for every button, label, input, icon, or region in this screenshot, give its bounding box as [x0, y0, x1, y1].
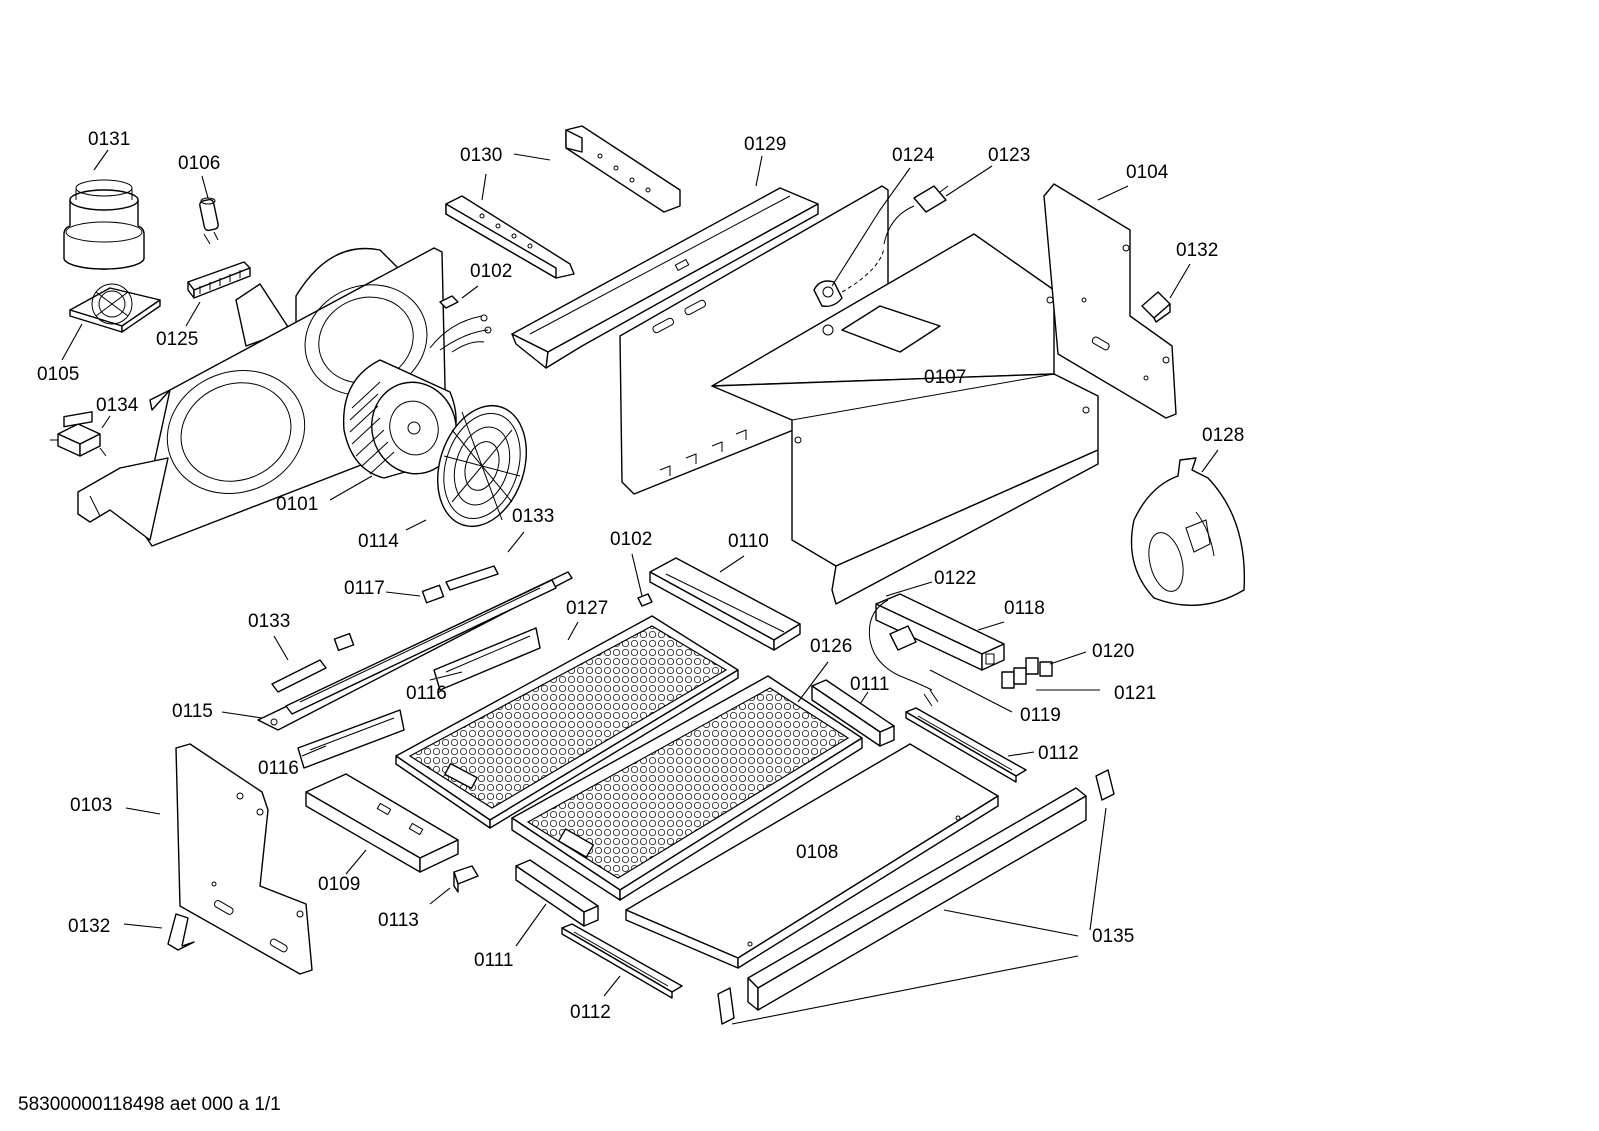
label-0115: 0115: [172, 701, 213, 722]
label-0132: 0132: [68, 916, 110, 937]
part-0132-clip-lower: [167, 913, 195, 951]
label-0133: 0133: [248, 611, 290, 632]
part-0111-spacer-upper: [811, 679, 895, 747]
label-0130: 0130: [460, 145, 502, 166]
part-0104-side-panel: [1043, 183, 1177, 419]
label-0121: 0121: [1114, 683, 1156, 704]
label-0117: 0117: [344, 578, 385, 599]
label-0124: 0124: [892, 145, 935, 166]
label-0119: 0119: [1020, 705, 1061, 726]
part-0126-grease-filter: [511, 675, 863, 901]
label-0113: 0113: [378, 910, 419, 931]
part-0107-hood-housing: [711, 233, 1099, 605]
part-0114-fan-grille: [436, 404, 528, 528]
part-0133-lamp-lower: [271, 632, 355, 693]
part-0133-lamp-upper: [421, 565, 499, 604]
label-0129: 0129: [744, 134, 786, 155]
label-0123: 0123: [988, 145, 1030, 166]
label-0111: 0111: [850, 674, 889, 695]
label-0135: 0135: [1092, 926, 1134, 947]
drawing-number: 58300000118498 aet 000 a 1/1: [18, 1094, 281, 1115]
label-0133: 0133: [512, 506, 554, 527]
part-0116-light-cover-lower: [297, 709, 405, 769]
label-0132: 0132: [1176, 240, 1218, 261]
part-0134-transformer: [50, 411, 107, 457]
part-0130-mounting-brackets: [445, 125, 681, 279]
label-0134: 0134: [96, 395, 139, 416]
part-0112-runner-lower: [561, 923, 683, 999]
label-0128: 0128: [1202, 425, 1244, 446]
label-0108: 0108: [796, 842, 838, 863]
part-0111-spacer-lower: [515, 859, 599, 927]
label-0118: 0118: [1004, 598, 1045, 619]
part-0101-impeller-wheel: [342, 359, 457, 479]
label-0112: 0112: [1038, 743, 1079, 764]
label-0110: 0110: [728, 531, 769, 552]
label-0103: 0103: [70, 795, 112, 816]
label-0101: 0101: [276, 494, 318, 515]
label-0104: 0104: [1126, 162, 1169, 183]
part-0109-front-trim: [305, 773, 459, 873]
part-0108-bottom-panel: [625, 743, 999, 969]
label-0116: 0116: [406, 683, 447, 704]
part-0103-side-panel: [175, 743, 313, 975]
label-0107: 0107: [924, 367, 966, 388]
part-0125-terminal-strip: [187, 261, 251, 299]
part-0128-accessory-bag: [1130, 457, 1246, 607]
part-0110-trim-strip: [637, 557, 801, 651]
label-0109: 0109: [318, 874, 360, 895]
label-0120: 0120: [1092, 641, 1134, 662]
label-0126: 0126: [810, 636, 852, 657]
leader-lines: [61, 149, 1219, 1025]
label-0106: 0106: [178, 153, 220, 174]
label-0125: 0125: [156, 329, 198, 350]
part-0118-control-unit: [868, 593, 1005, 707]
part-0101-fan-housing: [77, 247, 447, 547]
label-0105: 0105: [37, 364, 79, 385]
part-0132-clip-upper: [1141, 291, 1171, 323]
part-0127-grease-filter: [395, 615, 739, 829]
part-0105-backdraft-flap: [69, 283, 161, 333]
part-0121-switch: [1001, 667, 1027, 689]
part-0102-cable-clip: [429, 295, 492, 353]
part-labels: 0131 0106 0130 0129 0124 0123 0104 0132 …: [37, 129, 1244, 1023]
part-0131-duct-connector: [63, 179, 145, 270]
part-0106-capacitor: [199, 197, 219, 245]
label-0102: 0102: [610, 529, 652, 550]
part-0120-switch: [1025, 657, 1053, 677]
label-0127: 0127: [566, 598, 608, 619]
label-0114: 0114: [358, 531, 399, 552]
label-0102: 0102: [470, 261, 512, 282]
label-0112: 0112: [570, 1002, 611, 1023]
label-0111: 0111: [474, 950, 513, 971]
part-0112-runner-upper: [905, 707, 1027, 783]
part-0116-light-cover-upper: [433, 627, 541, 691]
part-0135-front-strip: [717, 769, 1115, 1025]
label-0122: 0122: [934, 568, 976, 589]
part-0129-rear-rail: [511, 187, 819, 369]
label-0116: 0116: [258, 758, 299, 779]
part-0115-lamp-rail: [257, 571, 573, 731]
part-0113-end-cap: [453, 865, 479, 893]
label-0131: 0131: [88, 129, 130, 150]
